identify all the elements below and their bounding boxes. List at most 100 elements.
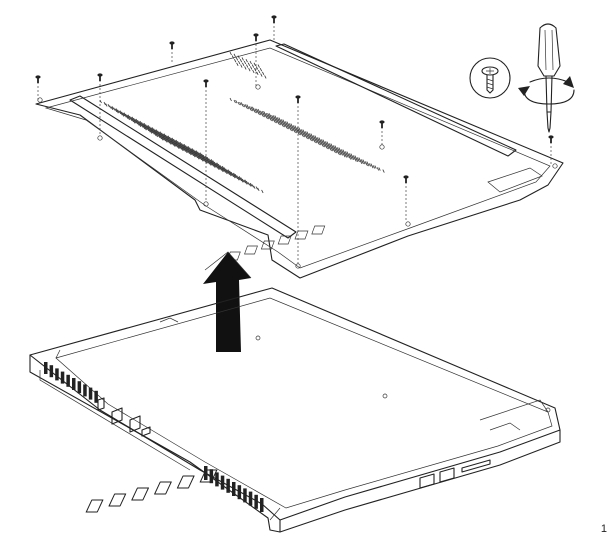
screw-hole <box>37 97 43 103</box>
vent-slot <box>257 108 260 113</box>
side-vent-slot <box>77 381 82 394</box>
vent-slot <box>370 163 373 167</box>
vent-slot <box>264 75 267 79</box>
figure-number: 1 <box>600 523 607 535</box>
side-vent-slot <box>94 390 98 403</box>
side-vent-slot <box>72 378 76 390</box>
side-vent-slot <box>60 371 65 384</box>
vent-slot <box>308 133 312 137</box>
vent-slot <box>296 127 300 131</box>
screw-hole <box>203 201 209 207</box>
vent-slot <box>372 165 376 169</box>
screwdriver-icon <box>518 23 575 133</box>
cover-vent-grid-left <box>99 99 264 194</box>
lift-arrow-icon <box>203 251 252 352</box>
vent-slot <box>134 119 137 124</box>
vent-slot <box>244 104 248 108</box>
vent-slot <box>229 97 232 102</box>
vent-slot <box>124 114 127 118</box>
screw <box>97 73 103 81</box>
vent-slot <box>255 66 259 70</box>
vent-slot <box>322 139 325 143</box>
vent-slot <box>262 71 265 75</box>
vent-slot <box>138 123 142 127</box>
vent-slot <box>256 71 259 75</box>
vent-slot <box>236 62 239 66</box>
vent-slot <box>206 159 209 164</box>
vent-slot <box>254 108 257 112</box>
vent-slot <box>248 106 252 110</box>
vent-slot <box>376 167 380 171</box>
vent-slot <box>202 157 205 162</box>
front-vent-slot <box>232 482 236 496</box>
vent-slot <box>189 151 192 156</box>
vent-slot <box>150 130 153 134</box>
vent-slot <box>117 109 120 113</box>
vent-slot <box>246 104 249 108</box>
vent-slot <box>142 125 146 130</box>
vent-slot <box>185 149 188 154</box>
vent-slot <box>253 62 256 66</box>
screw-hole <box>552 163 558 169</box>
base-side-ports <box>97 397 491 489</box>
vent-slot <box>113 107 116 111</box>
vent-slot <box>174 143 177 147</box>
vent-slot <box>203 159 206 163</box>
vent-slot <box>159 135 162 140</box>
vent-slot <box>219 167 222 171</box>
vent-slot <box>234 59 237 63</box>
screw-hole <box>255 84 261 90</box>
vent-slot <box>261 110 264 115</box>
vent-slot <box>181 147 184 152</box>
vent-slot <box>249 60 252 65</box>
screw-hole <box>379 144 385 150</box>
vent-slot <box>122 112 126 117</box>
vent-slot <box>247 62 251 66</box>
vent-slot <box>210 161 213 166</box>
vent-slot <box>278 117 281 121</box>
rotation-arrow-icon <box>518 76 575 105</box>
vent-slot <box>107 104 110 108</box>
vent-slot <box>239 59 243 63</box>
vent-slot <box>139 123 142 127</box>
vent-slot <box>250 182 253 187</box>
vent-slot <box>238 60 241 65</box>
vent-slot <box>186 149 189 153</box>
front-vent-slot <box>237 485 242 500</box>
vent-slot <box>274 115 277 119</box>
vent-slot <box>234 174 237 178</box>
vent-slot <box>265 112 268 117</box>
vent-slot <box>182 147 185 151</box>
vent-slot <box>161 137 164 141</box>
vent-slot <box>344 151 348 155</box>
vent-slot <box>225 170 228 175</box>
vent-slot <box>165 139 168 143</box>
vent-slot <box>218 166 221 170</box>
vent-slot <box>145 126 148 130</box>
front-vent-slot <box>215 472 219 487</box>
vent-slot <box>243 180 246 184</box>
vent-slot <box>254 68 257 72</box>
vent-slot <box>131 118 134 123</box>
vent-slot <box>173 143 176 147</box>
vent-slot <box>378 167 381 171</box>
vent-slot <box>126 115 129 119</box>
front-vent-slot <box>226 478 230 493</box>
vent-slot <box>360 159 364 163</box>
vent-slot <box>233 99 236 104</box>
front-vent-slot <box>248 491 253 506</box>
vent-slot <box>302 129 305 133</box>
vent-slot <box>222 168 225 172</box>
vent-slot <box>231 55 235 59</box>
vent-slot <box>258 69 261 74</box>
vent-slot <box>226 170 229 174</box>
front-vent-slot <box>209 469 214 484</box>
vent-slot <box>177 145 180 149</box>
vent-slot <box>166 138 169 143</box>
vent-slot <box>209 162 212 166</box>
vent-slot <box>237 101 240 106</box>
vent-slot <box>162 136 165 141</box>
vent-slot <box>288 123 292 127</box>
vent-slot <box>167 140 170 144</box>
